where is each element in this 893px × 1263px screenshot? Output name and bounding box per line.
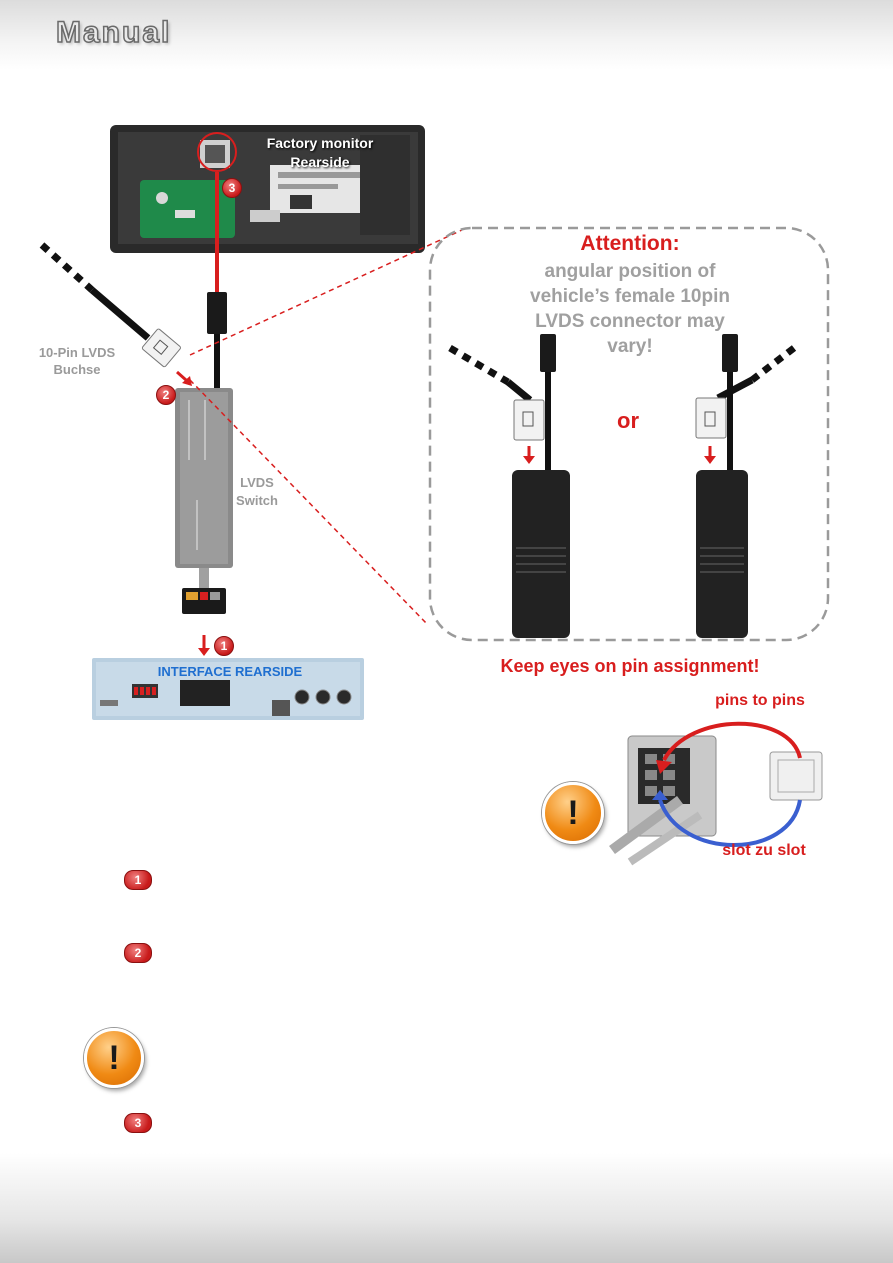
- footer-band: [0, 1153, 893, 1263]
- factory-monitor-label-line2: Rearside: [290, 154, 350, 170]
- attention-body: angular position of vehicle’s female 10p…: [470, 259, 790, 359]
- lvds-buchse-label: 10-Pin LVDS Buchse: [32, 344, 122, 378]
- step-warning-icon: !: [84, 1028, 144, 1088]
- step-1-marker: 1: [124, 870, 152, 890]
- diagram-step-marker-2: 2: [156, 385, 176, 405]
- interface-rearside-box: [92, 658, 364, 720]
- step-2-marker: 2: [124, 943, 152, 963]
- lvds-buchse-label-line1: 10-Pin LVDS: [38, 345, 116, 360]
- attention-or: or: [617, 408, 639, 433]
- step-3-marker: 3: [124, 1113, 152, 1133]
- keep-eyes-note: Keep eyes on pin assignment!: [500, 656, 760, 676]
- interface-rearside-label: INTERFACE REARSIDE: [157, 664, 303, 679]
- attention-line-4: vary!: [607, 336, 653, 357]
- factory-monitor-label-line1: Factory monitor: [266, 135, 374, 151]
- lvds-switch-label: LVDS Switch: [224, 474, 290, 510]
- factory-monitor-label: Factory monitor Rearside: [250, 134, 390, 172]
- variant-right-illustration: [695, 334, 797, 638]
- attention-line-1: angular position of: [544, 261, 716, 282]
- lvds-buchse-label-line2: Buchse: [53, 362, 101, 377]
- attention-title: Attention:: [580, 232, 680, 255]
- lvds-switch-label-line2: Switch: [236, 493, 278, 508]
- diagram-step-marker-3: 3: [222, 178, 242, 198]
- pin-assignment-photo: [609, 712, 824, 867]
- factory-monitor-photo: [110, 125, 425, 253]
- switch-output-connector: [182, 588, 226, 614]
- lvds-switch-box: [175, 388, 233, 568]
- header-band: [0, 0, 893, 70]
- lvds-buchse-connector: [141, 328, 181, 368]
- manual-title: Manual: [55, 15, 172, 50]
- pins-to-pins-label: pins to pins: [715, 692, 805, 709]
- variant-left-illustration: [448, 334, 570, 638]
- slot-zu-slot-label: slot zu slot: [722, 842, 806, 859]
- attention-line-2: vehicle’s female 10pin: [530, 286, 730, 307]
- attention-box-border: [428, 226, 830, 642]
- monitor-connector-plug: [207, 292, 227, 392]
- lvds-switch-label-line1: LVDS: [240, 475, 274, 490]
- attention-line-3: LVDS connector may: [535, 311, 725, 332]
- pin-warning-icon: !: [542, 782, 604, 844]
- diagram-step-marker-1: 1: [214, 636, 234, 656]
